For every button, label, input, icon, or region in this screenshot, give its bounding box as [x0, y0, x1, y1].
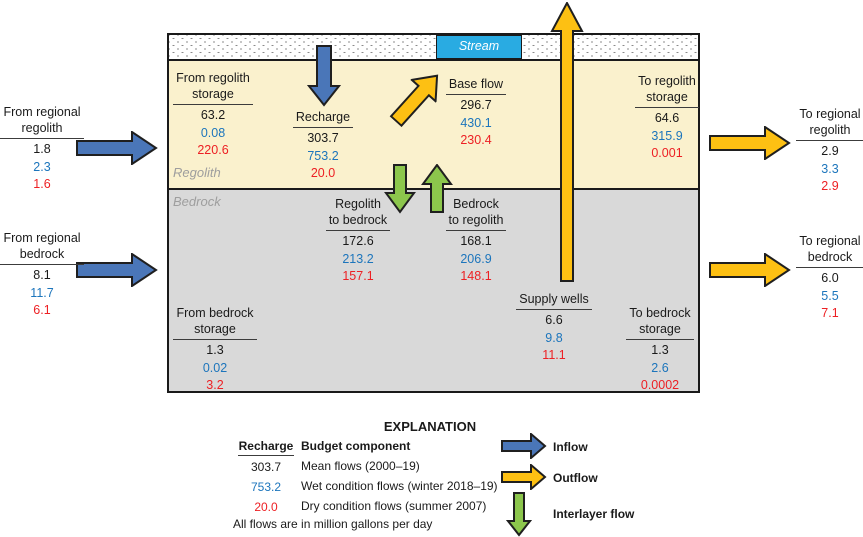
flow-label: To regolith storage [635, 73, 699, 108]
flow-regolith-to-bedrock: Regolith to bedrock 172.6 213.2 157.1 [313, 196, 403, 286]
land-surface-band [169, 35, 698, 61]
wet-flow-value: 11.7 [30, 285, 54, 300]
wet-flow-value: 213.2 [342, 251, 374, 266]
interlayer-arrow-bedrock-to-regolith [421, 164, 453, 213]
wet-flow-value: 315.9 [651, 128, 683, 143]
wet-flow-value: 3.3 [821, 161, 839, 176]
inflow-arrow-regional-regolith [76, 131, 158, 165]
dry-flow-value: 2.9 [821, 179, 839, 193]
dry-flow-value: 0.0002 [640, 378, 680, 392]
interlayer-arrow-regolith-to-bedrock [384, 164, 416, 214]
flow-from-regional-regolith: From regional regolith 1.8 2.3 1.6 [0, 104, 84, 194]
mean-flow-value: 6.0 [821, 271, 839, 285]
dry-flow-value: 20.0 [310, 166, 336, 180]
wet-flow-value: 0.08 [200, 125, 226, 140]
dry-flow-value: 230.4 [460, 133, 492, 147]
stream-box: Stream [436, 35, 522, 59]
dry-flow-value: 6.1 [33, 303, 51, 317]
flow-label: Regolith to bedrock [325, 196, 391, 231]
mean-flow-value: 6.6 [545, 313, 563, 327]
flow-label: Base flow [445, 76, 507, 95]
legend-mean-desc: Mean flows (2000–19) [301, 459, 420, 473]
wet-flow-value: 2.6 [651, 360, 669, 375]
wet-flow-value: 430.1 [460, 115, 492, 130]
flow-base-flow: Base flow 296.7 430.1 230.4 [431, 76, 521, 150]
flow-bedrock-to-regolith: Bedrock to regolith 168.1 206.9 148.1 [431, 196, 521, 286]
mean-flow-value: 2.9 [821, 144, 839, 158]
flow-label: To regional bedrock [796, 233, 863, 268]
mean-flow-value: 63.2 [200, 108, 226, 122]
wet-flow-value: 0.02 [202, 360, 228, 375]
legend-sample-header-text: Recharge [237, 439, 295, 456]
flow-label: Recharge [292, 109, 354, 128]
dry-flow-value: 220.6 [197, 143, 229, 157]
legend-inflow-label: Inflow [553, 440, 588, 454]
wet-flow-value: 2.3 [33, 159, 51, 174]
flow-label: From bedrock storage [173, 305, 257, 340]
flow-to-regolith-storage: To regolith storage 64.6 315.9 0.001 [622, 73, 712, 163]
aquifer-box [167, 33, 700, 393]
legend-interlayer-label: Interlayer flow [553, 507, 635, 521]
outflow-arrow-supply-wells [550, 2, 584, 282]
flow-label: From regional bedrock [0, 230, 84, 265]
legend-dry-desc: Dry condition flows (summer 2007) [301, 499, 487, 513]
legend-component-header: Budget component [301, 439, 411, 453]
legend-title: EXPLANATION [383, 419, 477, 434]
flow-label: Bedrock to regolith [445, 196, 507, 231]
legend-interlayer-arrow [506, 492, 532, 537]
dry-flow-value: 3.2 [206, 378, 224, 392]
flow-to-regional-bedrock: To regional bedrock 6.0 5.5 7.1 [782, 233, 863, 323]
legend-units-note: All flows are in million gallons per day [233, 517, 433, 531]
mean-flow-value: 8.1 [33, 268, 51, 282]
flow-supply-wells: Supply wells 6.6 9.8 11.1 [509, 291, 599, 365]
wet-flow-value: 9.8 [545, 330, 563, 345]
wet-flow-value: 5.5 [821, 288, 839, 303]
flow-recharge: Recharge 303.7 753.2 20.0 [278, 109, 368, 183]
dry-flow-value: 148.1 [460, 269, 492, 283]
outflow-arrow-base-flow [389, 74, 439, 128]
regolith-layer-label: Regolith [173, 165, 221, 180]
mean-flow-value: 1.3 [651, 343, 669, 357]
legend-wet-desc: Wet condition flows (winter 2018–19) [301, 479, 498, 493]
stream-label: Stream [458, 39, 500, 53]
dry-flow-value: 7.1 [821, 306, 839, 320]
flow-from-regional-bedrock: From regional bedrock 8.1 11.7 6.1 [0, 230, 84, 320]
legend-wet-value: 753.2 [250, 480, 282, 494]
dry-flow-value: 157.1 [342, 269, 374, 283]
inflow-arrow-regional-bedrock [76, 253, 158, 287]
outflow-arrow-regional-regolith [709, 126, 791, 160]
mean-flow-value: 172.6 [342, 234, 374, 248]
legend-dry-value: 20.0 [254, 500, 278, 514]
bedrock-layer-label: Bedrock [173, 194, 221, 209]
bedrock-layer [169, 190, 698, 391]
flow-label: To regional regolith [796, 106, 863, 141]
inflow-arrow-recharge [307, 45, 341, 107]
legend-inflow-arrow [501, 433, 547, 459]
mean-flow-value: 64.6 [654, 111, 680, 125]
dry-flow-value: 1.6 [33, 177, 51, 191]
legend-mean-value: 303.7 [250, 460, 282, 474]
dry-flow-value: 11.1 [542, 348, 566, 362]
mean-flow-value: 168.1 [460, 234, 492, 248]
flow-label: From regional regolith [0, 104, 84, 139]
mean-flow-value: 1.8 [33, 142, 51, 156]
flow-label: From regolith storage [173, 70, 253, 105]
flow-to-regional-regolith: To regional regolith 2.9 3.3 2.9 [782, 106, 863, 196]
legend-outflow-label: Outflow [553, 471, 598, 485]
flow-from-regolith-storage: From regolith storage 63.2 0.08 220.6 [168, 70, 258, 160]
flow-from-bedrock-storage: From bedrock storage 1.3 0.02 3.2 [170, 305, 260, 395]
mean-flow-value: 296.7 [460, 98, 492, 112]
legend-outflow-arrow [501, 464, 547, 490]
outflow-arrow-regional-bedrock [709, 253, 791, 287]
wet-flow-value: 206.9 [460, 251, 492, 266]
wet-flow-value: 753.2 [307, 148, 339, 163]
flow-label: Supply wells [516, 291, 592, 310]
mean-flow-value: 1.3 [206, 343, 224, 357]
dry-flow-value: 0.001 [651, 146, 683, 160]
legend-sample-header: Recharge [237, 439, 295, 456]
flow-label: To bedrock storage [626, 305, 694, 340]
mean-flow-value: 303.7 [307, 131, 339, 145]
flow-to-bedrock-storage: To bedrock storage 1.3 2.6 0.0002 [615, 305, 705, 395]
